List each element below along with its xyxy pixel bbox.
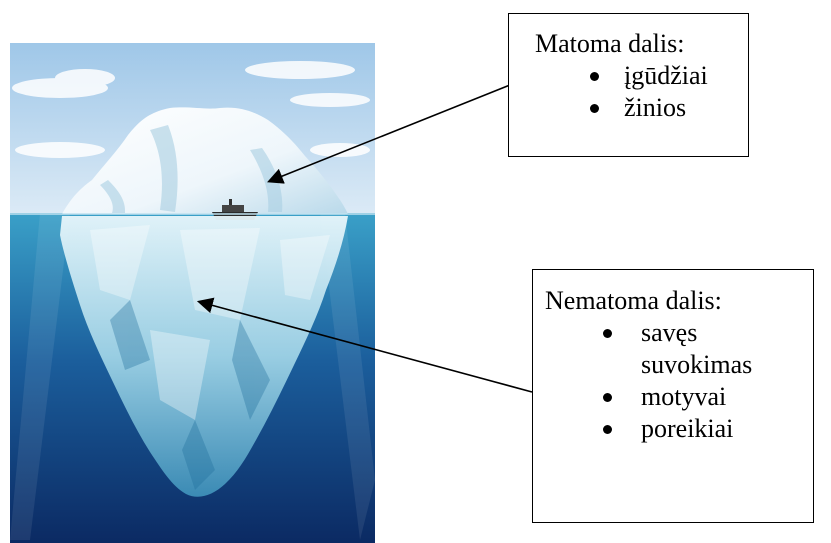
bullet-icon <box>603 425 612 434</box>
hidden-part-list: savęs suvokimas motyvai poreikiai <box>545 317 813 445</box>
list-item: įgūdžiai <box>535 60 748 92</box>
hidden-part-callout: Nematoma dalis: savęs suvokimas motyvai … <box>532 269 814 523</box>
list-item: poreikiai <box>545 413 813 445</box>
bullet-icon <box>603 329 612 338</box>
list-item: žinios <box>535 92 748 124</box>
list-item: motyvai <box>545 381 813 413</box>
visible-part-title: Matoma dalis: <box>535 28 748 60</box>
list-item: savęs suvokimas <box>545 317 813 381</box>
visible-part-callout: Matoma dalis: įgūdžiai žinios <box>508 13 749 157</box>
hidden-part-title: Nematoma dalis: <box>545 285 813 317</box>
bullet-icon <box>590 72 599 81</box>
bullet-icon <box>603 393 612 402</box>
visible-part-list: įgūdžiai žinios <box>535 60 748 124</box>
bullet-icon <box>590 104 599 113</box>
